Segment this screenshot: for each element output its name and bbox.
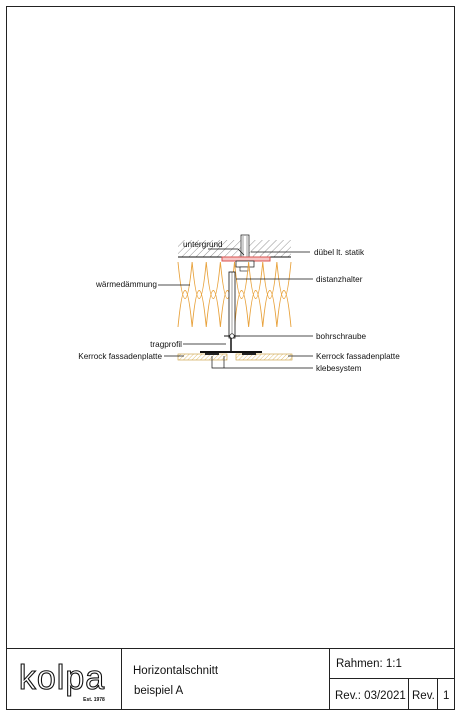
revision-number-cell: 1: [437, 679, 455, 710]
facade-panel-right: [235, 353, 293, 361]
scale-cell: Rahmen: 1:1: [329, 649, 455, 679]
drilling-screw: [224, 333, 240, 339]
adhesive-system: [205, 353, 256, 355]
label-waermedaemmung: wärmedämmung: [95, 280, 157, 289]
label-distanzhalter: distanzhalter: [316, 275, 363, 284]
label-bohrschraube: bohrschraube: [316, 332, 367, 341]
scale-text: Rahmen: 1:1: [336, 658, 402, 670]
revision-date-cell: Rev.: 03/2021: [329, 679, 408, 710]
anchor-dowel: [240, 234, 250, 260]
label-untergrund: untergrund: [183, 240, 223, 249]
label-tragprofil: tragprofil: [150, 340, 182, 349]
title-block: kolpa Est. 1978 Horizontalschnitt beispi…: [6, 648, 455, 710]
label-platte-left: Kerrock fassadenplatte: [78, 352, 162, 361]
revision-label-cell: Rev.: [408, 679, 437, 710]
title-cell: Horizontalschnitt beispiel A: [121, 649, 329, 710]
carrier-profile: [200, 338, 262, 353]
drawing-sheet: [6, 6, 455, 710]
revision-label: Rev.: [412, 690, 435, 702]
kolpa-logo: kolpa Est. 1978: [18, 658, 105, 703]
label-duebel: dübel lt. statik: [314, 248, 365, 257]
facade-panel-left: [177, 353, 228, 361]
logo-established: Est. 1978: [83, 697, 105, 703]
logo-wordmark: kolpa: [19, 659, 105, 697]
insulation-loop-line: [177, 261, 292, 299]
label-klebesystem: klebesystem: [316, 364, 362, 373]
drawing-subtitle: beispiel A: [134, 685, 184, 697]
revision-number: 1: [443, 690, 450, 702]
drawing-title: Horizontalschnitt: [133, 665, 219, 677]
logo-cell: kolpa Est. 1978: [6, 649, 121, 710]
distance-holder: [228, 271, 236, 339]
revision-date: Rev.: 03/2021: [335, 690, 406, 702]
leader-lines: [158, 248, 313, 369]
label-platte-right: Kerrock fassadenplatte: [316, 352, 400, 361]
